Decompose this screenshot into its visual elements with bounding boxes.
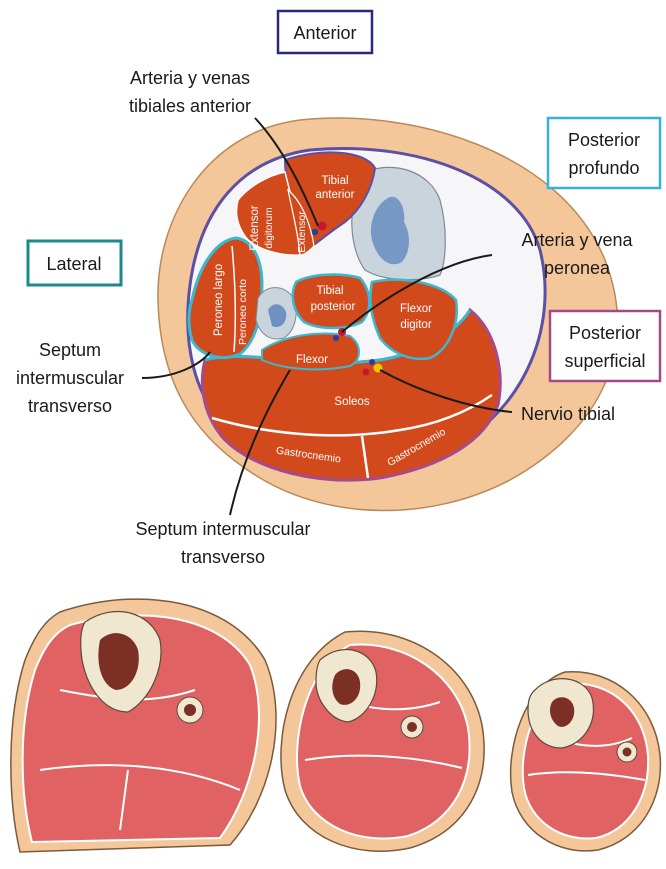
bottom-sections — [11, 599, 661, 852]
soleos-label: Soleos — [334, 396, 369, 408]
section-medium-fibula-marrow — [407, 722, 417, 732]
section-large-fibula-marrow — [184, 704, 196, 716]
tibial-nerve-label: Nervio tibial — [521, 404, 615, 424]
section-small — [511, 672, 661, 851]
anterior-tibial-vein — [312, 229, 318, 235]
section-small-fibula-marrow — [623, 748, 632, 757]
posterior-tibial-vein — [369, 359, 375, 365]
flexor-digitor-label-2: digitor — [400, 319, 431, 331]
peroneal-vessels-label-1: Arteria y vena — [521, 230, 633, 250]
septum-left-label-1: Septum — [39, 340, 101, 360]
posterior-deep-label-2: profundo — [568, 158, 639, 178]
tibial-anterior-label-1: Tibial — [321, 175, 348, 187]
anterior-label: Anterior — [293, 23, 356, 43]
posterior-superficial-label-2: superficial — [564, 351, 645, 371]
septum-left-label-3: transverso — [28, 396, 112, 416]
section-medium — [281, 631, 484, 851]
posterior-deep-label-1: Posterior — [568, 130, 640, 150]
extensor-digitorum-label-1: Extensor — [249, 205, 261, 251]
section-large — [11, 599, 276, 852]
extensor-digitorum-label-2: digitorum — [264, 207, 275, 248]
anterior-tibial-artery — [318, 222, 327, 231]
septum-left-label-2: intermuscular — [16, 368, 124, 388]
flexor-digitor-label-1: Flexor — [400, 303, 432, 315]
tibial-anterior-label-2: anterior — [316, 189, 355, 201]
flexor-label: Flexor — [296, 354, 328, 366]
posterior-tibial-artery — [363, 369, 370, 376]
posterior-superficial-label-1: Posterior — [569, 323, 641, 343]
tibial-posterior-label-2: posterior — [311, 301, 356, 313]
septum-bottom-label-2: transverso — [181, 547, 265, 567]
peroneo-corto-label: Peroneo corto — [237, 279, 249, 345]
peroneo-largo-label: Peroneo largo — [213, 264, 225, 336]
lateral-label: Lateral — [46, 254, 101, 274]
tibial-posterior-label-1: Tibial — [316, 285, 343, 297]
peroneal-vein — [333, 335, 339, 341]
extensor-label: Extensor — [296, 211, 308, 253]
anterior-vessels-label-2: tibiales anterior — [129, 96, 251, 116]
anterior-vessels-label-1: Arteria y venas — [130, 68, 250, 88]
peroneal-vessels-label-2: peronea — [544, 258, 611, 278]
septum-bottom-label-1: Septum intermuscular — [135, 519, 310, 539]
